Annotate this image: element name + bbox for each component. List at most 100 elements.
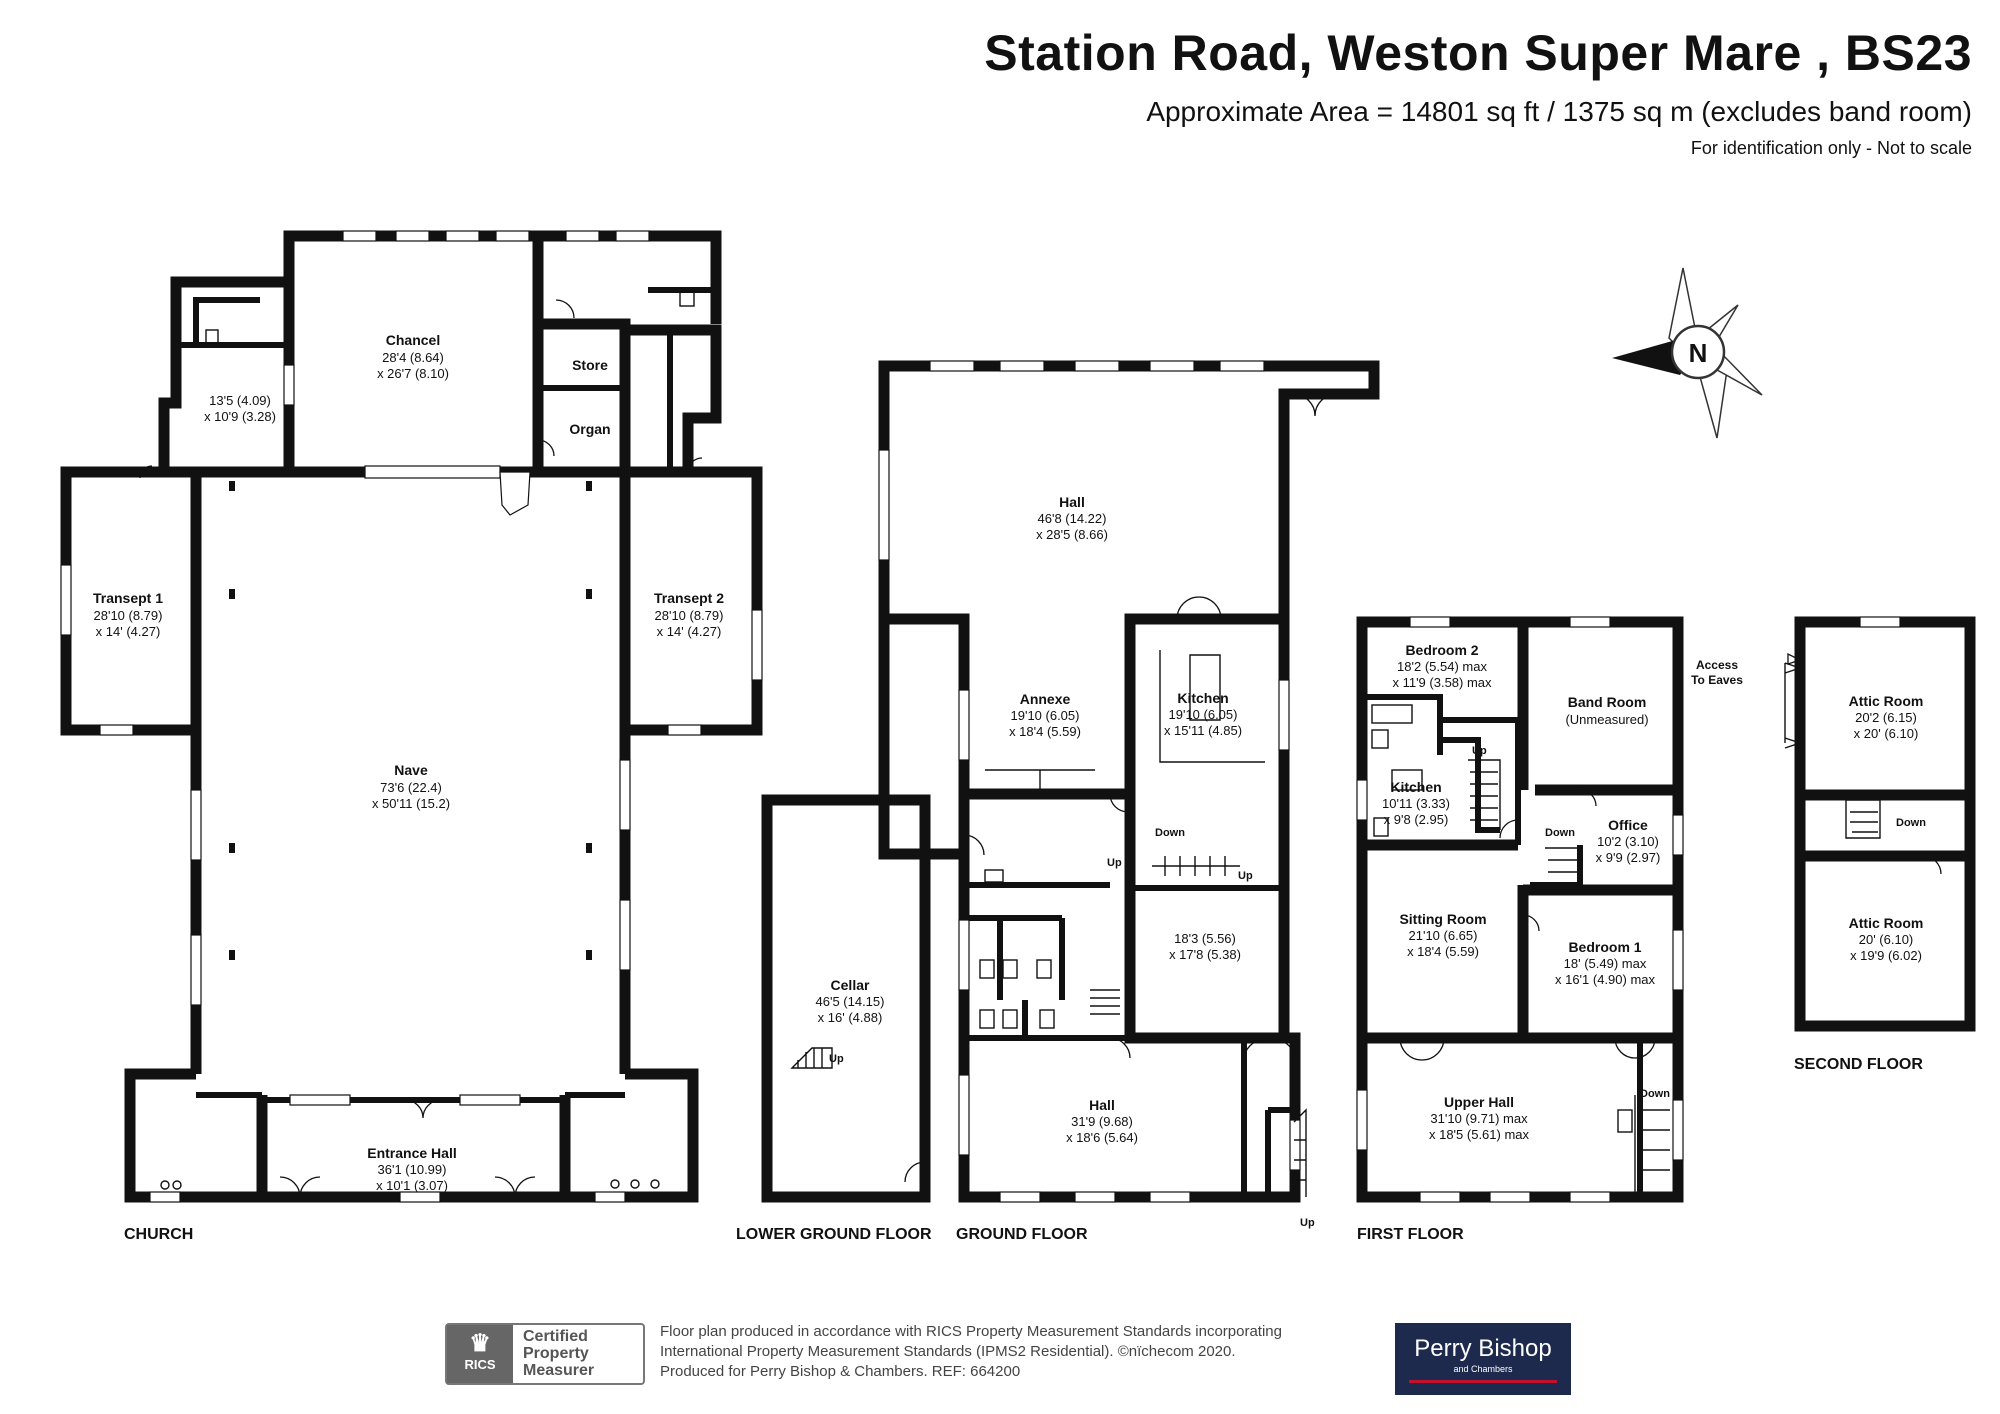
- ground-floor-plan: [878, 360, 1380, 1203]
- ground-room-dim-2: x 17'8 (5.38): [1169, 947, 1241, 962]
- annexe-dim-2: x 18'4 (5.59): [1009, 724, 1081, 739]
- lion-icon: ♛: [469, 1330, 491, 1357]
- rics-logo: ♛ RICS: [447, 1325, 513, 1383]
- organ-name: Organ: [569, 421, 610, 437]
- chancel-dim-2: x 26'7 (8.10): [377, 366, 449, 381]
- plan-title: Station Road, Weston Super Mare , BS23: [984, 25, 1972, 81]
- first-floor-plan: [1356, 616, 1684, 1203]
- ground-hall-bottom-name: Hall: [1089, 1097, 1115, 1113]
- second-floor-plan: [1784, 616, 1976, 1032]
- brand-subtitle: and Chambers: [1453, 1364, 1513, 1374]
- church-plan: [60, 230, 763, 1203]
- eaves-access-1: Access: [1696, 658, 1738, 672]
- compass-rose-icon: N: [1612, 267, 1763, 439]
- transept2-dim-2: x 14' (4.27): [657, 624, 722, 639]
- ground-hall-top-name: Hall: [1059, 494, 1085, 510]
- cellar-name: Cellar: [831, 977, 870, 993]
- compass-north-label: N: [1689, 338, 1708, 368]
- lower-ground-plan: [761, 794, 931, 1203]
- office-dim-1: 10'2 (3.10): [1597, 834, 1659, 849]
- ground-stairs-down: Down: [1155, 827, 1185, 839]
- ground-hall-bottom-dim-1: 31'9 (9.68): [1071, 1114, 1133, 1129]
- upper-hall-dim-1: 31'10 (9.71) max: [1430, 1111, 1528, 1126]
- attic-room2-dim-1: 20' (6.10): [1859, 932, 1914, 947]
- annexe-dim-1: 19'10 (6.05): [1011, 708, 1080, 723]
- lower-ground-floor-label: LOWER GROUND FLOOR: [736, 1226, 932, 1243]
- band-room-name: Band Room: [1568, 694, 1647, 710]
- brand-underline: [1409, 1380, 1557, 1383]
- ground-kitchen-dim-1: 19'10 (6.05): [1169, 707, 1238, 722]
- transept1-name: Transept 1: [93, 590, 163, 606]
- transept1-dim-1: 28'10 (8.79): [94, 608, 163, 623]
- ground-kitchen-name: Kitchen: [1177, 690, 1228, 706]
- second-floor-label: SECOND FLOOR: [1794, 1056, 1923, 1073]
- transept2-name: Transept 2: [654, 590, 724, 606]
- first-stairs-up: Up: [1472, 745, 1487, 757]
- cert-line-2: Property: [523, 1345, 589, 1362]
- nave-name: Nave: [394, 762, 428, 778]
- nave-dim-2: x 50'11 (15.2): [372, 796, 450, 811]
- bedroom2-dim-2: x 11'9 (3.58) max: [1392, 675, 1492, 690]
- attic-room1-dim-1: 20'2 (6.15): [1855, 710, 1917, 725]
- nave-dim-1: 73'6 (22.4): [380, 780, 442, 795]
- first-kitchen-dim-2: x 9'8 (2.95): [1384, 812, 1449, 827]
- attic-room2-dim-2: x 19'9 (6.02): [1850, 948, 1922, 963]
- ground-floor-label: GROUND FLOOR: [956, 1226, 1088, 1243]
- ground-room-dim-1: 18'3 (5.56): [1174, 931, 1236, 946]
- office-dim-2: x 9'9 (2.97): [1596, 850, 1661, 865]
- ground-stairs-up-3: Up: [1300, 1217, 1315, 1229]
- cert-line-1: Certified: [523, 1328, 588, 1345]
- bedroom2-name: Bedroom 2: [1405, 642, 1478, 658]
- office-name: Office: [1608, 817, 1648, 833]
- cellar-dim-1: 46'5 (14.15): [816, 994, 885, 1009]
- vestry-dim-2: x 10'9 (3.28): [204, 409, 276, 424]
- sitting-room-dim-2: x 18'4 (5.59): [1407, 944, 1479, 959]
- vestry-dim-1: 13'5 (4.09): [209, 393, 271, 408]
- first-stairs-down-2: Down: [1640, 1088, 1670, 1100]
- rics-certified-badge: ♛ RICS Certified Property Measurer: [445, 1323, 645, 1385]
- entrance-hall-name: Entrance Hall: [367, 1145, 456, 1161]
- transept2-dim-1: 28'10 (8.79): [655, 608, 724, 623]
- identification-note: For identification only - Not to scale: [1690, 138, 1972, 158]
- brand-name: Perry Bishop: [1414, 1335, 1552, 1362]
- transept1-dim-2: x 14' (4.27): [96, 624, 161, 639]
- annexe-name: Annexe: [1020, 691, 1071, 707]
- first-floor-label: FIRST FLOOR: [1357, 1226, 1464, 1243]
- store-name: Store: [572, 357, 608, 373]
- upper-hall-name: Upper Hall: [1444, 1094, 1514, 1110]
- eaves-access-2: To Eaves: [1691, 673, 1743, 687]
- bedroom1-name: Bedroom 1: [1568, 939, 1641, 955]
- bedroom1-dim-1: 18' (5.49) max: [1564, 956, 1647, 971]
- bedroom2-dim-1: 18'2 (5.54) max: [1397, 659, 1487, 674]
- sitting-room-dim-1: 21'10 (6.65): [1409, 928, 1478, 943]
- ground-stairs-up-2: Up: [1238, 870, 1253, 882]
- upper-hall-dim-2: x 18'5 (5.61) max: [1429, 1127, 1530, 1142]
- footer-line-2: International Property Measurement Stand…: [660, 1343, 1236, 1360]
- ground-stairs-up-1: Up: [1107, 857, 1122, 869]
- chancel-name: Chancel: [386, 332, 440, 348]
- first-kitchen-dim-1: 10'11 (3.33): [1382, 796, 1450, 811]
- cert-line-3: Measurer: [523, 1362, 595, 1379]
- certified-measurer-text: Certified Property Measurer: [523, 1328, 594, 1379]
- ground-kitchen-dim-2: x 15'11 (4.85): [1164, 723, 1242, 738]
- attic-room1-dim-2: x 20' (6.10): [1854, 726, 1919, 741]
- ground-hall-top-dim-2: x 28'5 (8.66): [1036, 527, 1108, 542]
- perry-bishop-logo: Perry Bishop and Chambers: [1395, 1323, 1571, 1395]
- attic-room2-name: Attic Room: [1849, 915, 1924, 931]
- entrance-hall-dim-2: x 10'1 (3.07): [376, 1178, 448, 1193]
- attic-room1-name: Attic Room: [1849, 693, 1924, 709]
- bedroom1-dim-2: x 16'1 (4.90) max: [1555, 972, 1656, 987]
- second-stairs-down: Down: [1896, 817, 1926, 829]
- rics-word: RICS: [464, 1357, 496, 1372]
- entrance-hall-dim-1: 36'1 (10.99): [378, 1162, 447, 1177]
- footer-line-1: Floor plan produced in accordance with R…: [660, 1323, 1282, 1340]
- approximate-area: Approximate Area = 14801 sq ft / 1375 sq…: [1146, 96, 1972, 127]
- first-stairs-down-1: Down: [1545, 827, 1575, 839]
- footer-line-3: Produced for Perry Bishop & Chambers. RE…: [660, 1363, 1021, 1380]
- footer-note: Floor plan produced in accordance with R…: [660, 1322, 1282, 1382]
- church-floor-label: CHURCH: [124, 1226, 193, 1243]
- band-room-dim: (Unmeasured): [1565, 712, 1648, 727]
- ground-hall-bottom-dim-2: x 18'6 (5.64): [1066, 1130, 1138, 1145]
- cellar-stairs-up: Up: [829, 1053, 844, 1065]
